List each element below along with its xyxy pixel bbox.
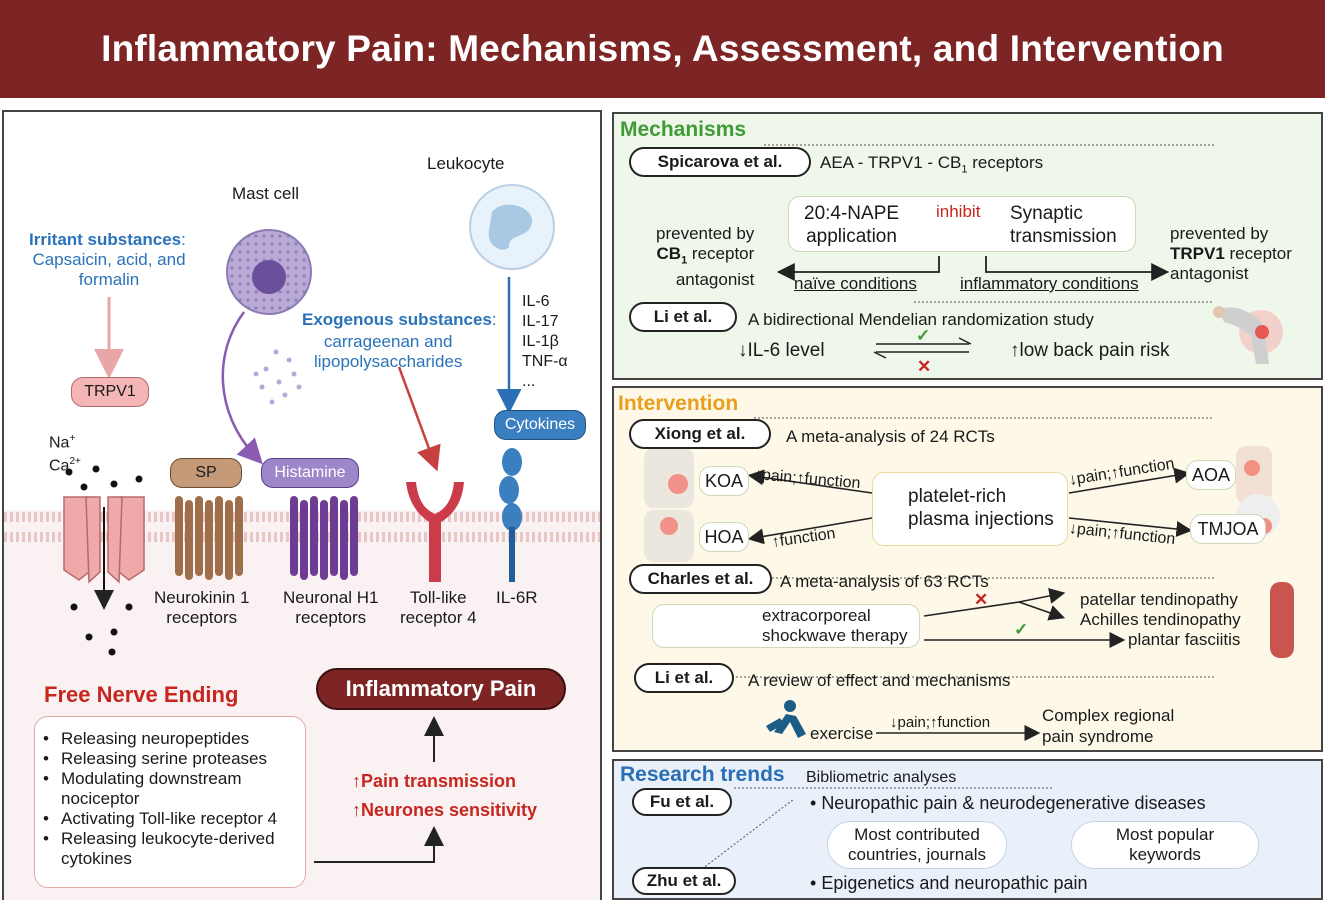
eswt-box [652,604,920,648]
topic-2: • Epigenetics and neuropathic pain [810,873,1088,893]
pathway-panel: Irritant substances: Capsaicin, acid, an… [2,110,602,900]
il6r-shape [499,448,522,582]
li-mech-pill: Li et al. [629,302,737,332]
topic-1: • Neuropathic pain & neurodegenerative d… [810,793,1206,813]
bullet-item: Modulating downstream nociceptor [39,769,299,809]
aoa-tag: AOA [1186,460,1236,490]
fu-pill: Fu et al. [632,788,732,816]
sp-tag: SP [170,458,242,488]
il6-level: ↓IL-6 level [738,340,825,361]
exogenous-label: Exogenous substances: [302,310,497,329]
check-mark: ✓ [916,326,931,345]
koa-tag: KOA [699,466,749,496]
free-nerve-ending-heading: Free Nerve Ending [44,682,239,707]
mast-cell-shape [226,229,312,315]
charles-desc: A meta-analysis of 63 RCTs [780,572,989,591]
research-panel: Research trends Bibliometric analyses Fu… [612,759,1323,900]
li-int-pill: Li et al. [634,663,734,693]
trpv1-tag: TRPV1 [71,377,149,407]
bibliometric-label: Bibliometric analyses [806,769,957,786]
mechanisms-graphics [764,144,1283,364]
page-title: Inflammatory Pain: Mechanisms, Assessmen… [101,28,1224,69]
irritant-label: Irritant substances: [29,230,186,249]
xiong-pill: Xiong et al. [629,419,771,449]
prevented-trpv1: prevented by TRPV1 receptor antagonist [1170,224,1292,283]
bullets-to-pain-arrow [314,826,444,863]
title-banner: Inflammatory Pain: Mechanisms, Assessmen… [0,0,1325,98]
knee-icon [644,448,694,508]
naive-label: naïve conditions [794,274,917,293]
bullet-item: Releasing neuropeptides [39,729,299,749]
prevented-cb1: prevented by CB1 receptor antagonist [656,224,755,290]
ion-labels: Na+ Ca2+ [49,433,81,475]
eswt-cross: ✕ [974,590,989,609]
inhibit-label: inhibit [936,202,981,221]
leukocyte-label: Leukocyte [427,154,505,173]
mast-cell-label: Mast cell [232,184,300,203]
research-graphics [701,787,1054,870]
exogenous-arrow [397,366,441,472]
exercise-label: exercise [810,724,874,743]
hip-icon [644,510,694,562]
h1-receptor-shape [290,496,358,580]
pain-outcomes: ↑Pain transmission ↑Neurones sensitivity [352,771,538,820]
spicarova-desc: AEA - TRPV1 - CB1 receptors [820,153,1044,176]
eswt-conditions: patellar tendinopathy Achilles tendinopa… [1080,590,1241,649]
lbp-risk: ↑low back pain risk [1010,340,1170,361]
research-title: Research trends [620,763,785,786]
ankle-icon [1236,446,1272,504]
nk1-receptor-shape [175,496,243,580]
intervention-panel: Intervention Xiong et al. A meta-analysi… [612,386,1323,752]
mast-cell-arrow [221,311,263,465]
tlr4-shape [406,482,464,582]
spicarova-pill: Spicarova et al. [629,147,811,177]
bullet-item: Releasing leukocyte-derived cytokines [39,829,299,869]
xiong-desc: A meta-analysis of 24 RCTs [786,427,995,446]
eswt-check: ✓ [1014,620,1029,639]
charles-pill: Charles et al. [629,564,772,594]
trpv1-channel [63,496,145,584]
li-mech-desc: A bidirectional Mendelian randomization … [748,310,1094,329]
bullet-item: Releasing serine proteases [39,749,299,769]
inflammatory-pain-badge: Inflammatory Pain [316,668,566,710]
nerve-ending-bullets: Releasing neuropeptides Releasing serine… [39,729,299,869]
runner-icon [766,700,806,738]
cytokines-tag: Cytokines [494,410,586,440]
cytokine-list: IL-6 IL-17 IL-1β TNF-α ... [522,293,568,390]
low-back-pain-figure [1213,306,1283,364]
zhu-pill: Zhu et al. [632,867,736,895]
nape-box [788,196,1136,252]
tmjoa-tag: TMJOA [1190,514,1266,544]
leukocyte-shape [469,184,555,270]
hoa-tag: HOA [699,522,749,552]
leg-muscle-icon [1270,582,1294,658]
exercise-effect: ↓pain;↑function [890,714,991,731]
nerve-ending-box: Releasing neuropeptides Releasing serine… [34,716,306,888]
cross-mark: ✕ [917,357,932,376]
ion-dots [65,465,143,656]
histamine-granules [253,349,302,405]
irritant-body: Capsaicin, acid, and formalin [32,250,186,289]
mechanisms-title: Mechanisms [620,118,747,141]
mechanisms-panel: Mechanisms Spicarova et al. AEA - TRPV1 … [612,112,1323,380]
il6r-label: IL-6R [496,588,538,607]
inflammatory-label: inflammatory conditions [960,274,1139,293]
intervention-title: Intervention [618,392,739,415]
bullet-item: Activating Toll-like receptor 4 [39,809,299,829]
li-int-desc: A review of effect and mechanisms [748,671,1011,690]
histamine-tag: Histamine [261,458,359,488]
prp-box [872,472,1068,546]
